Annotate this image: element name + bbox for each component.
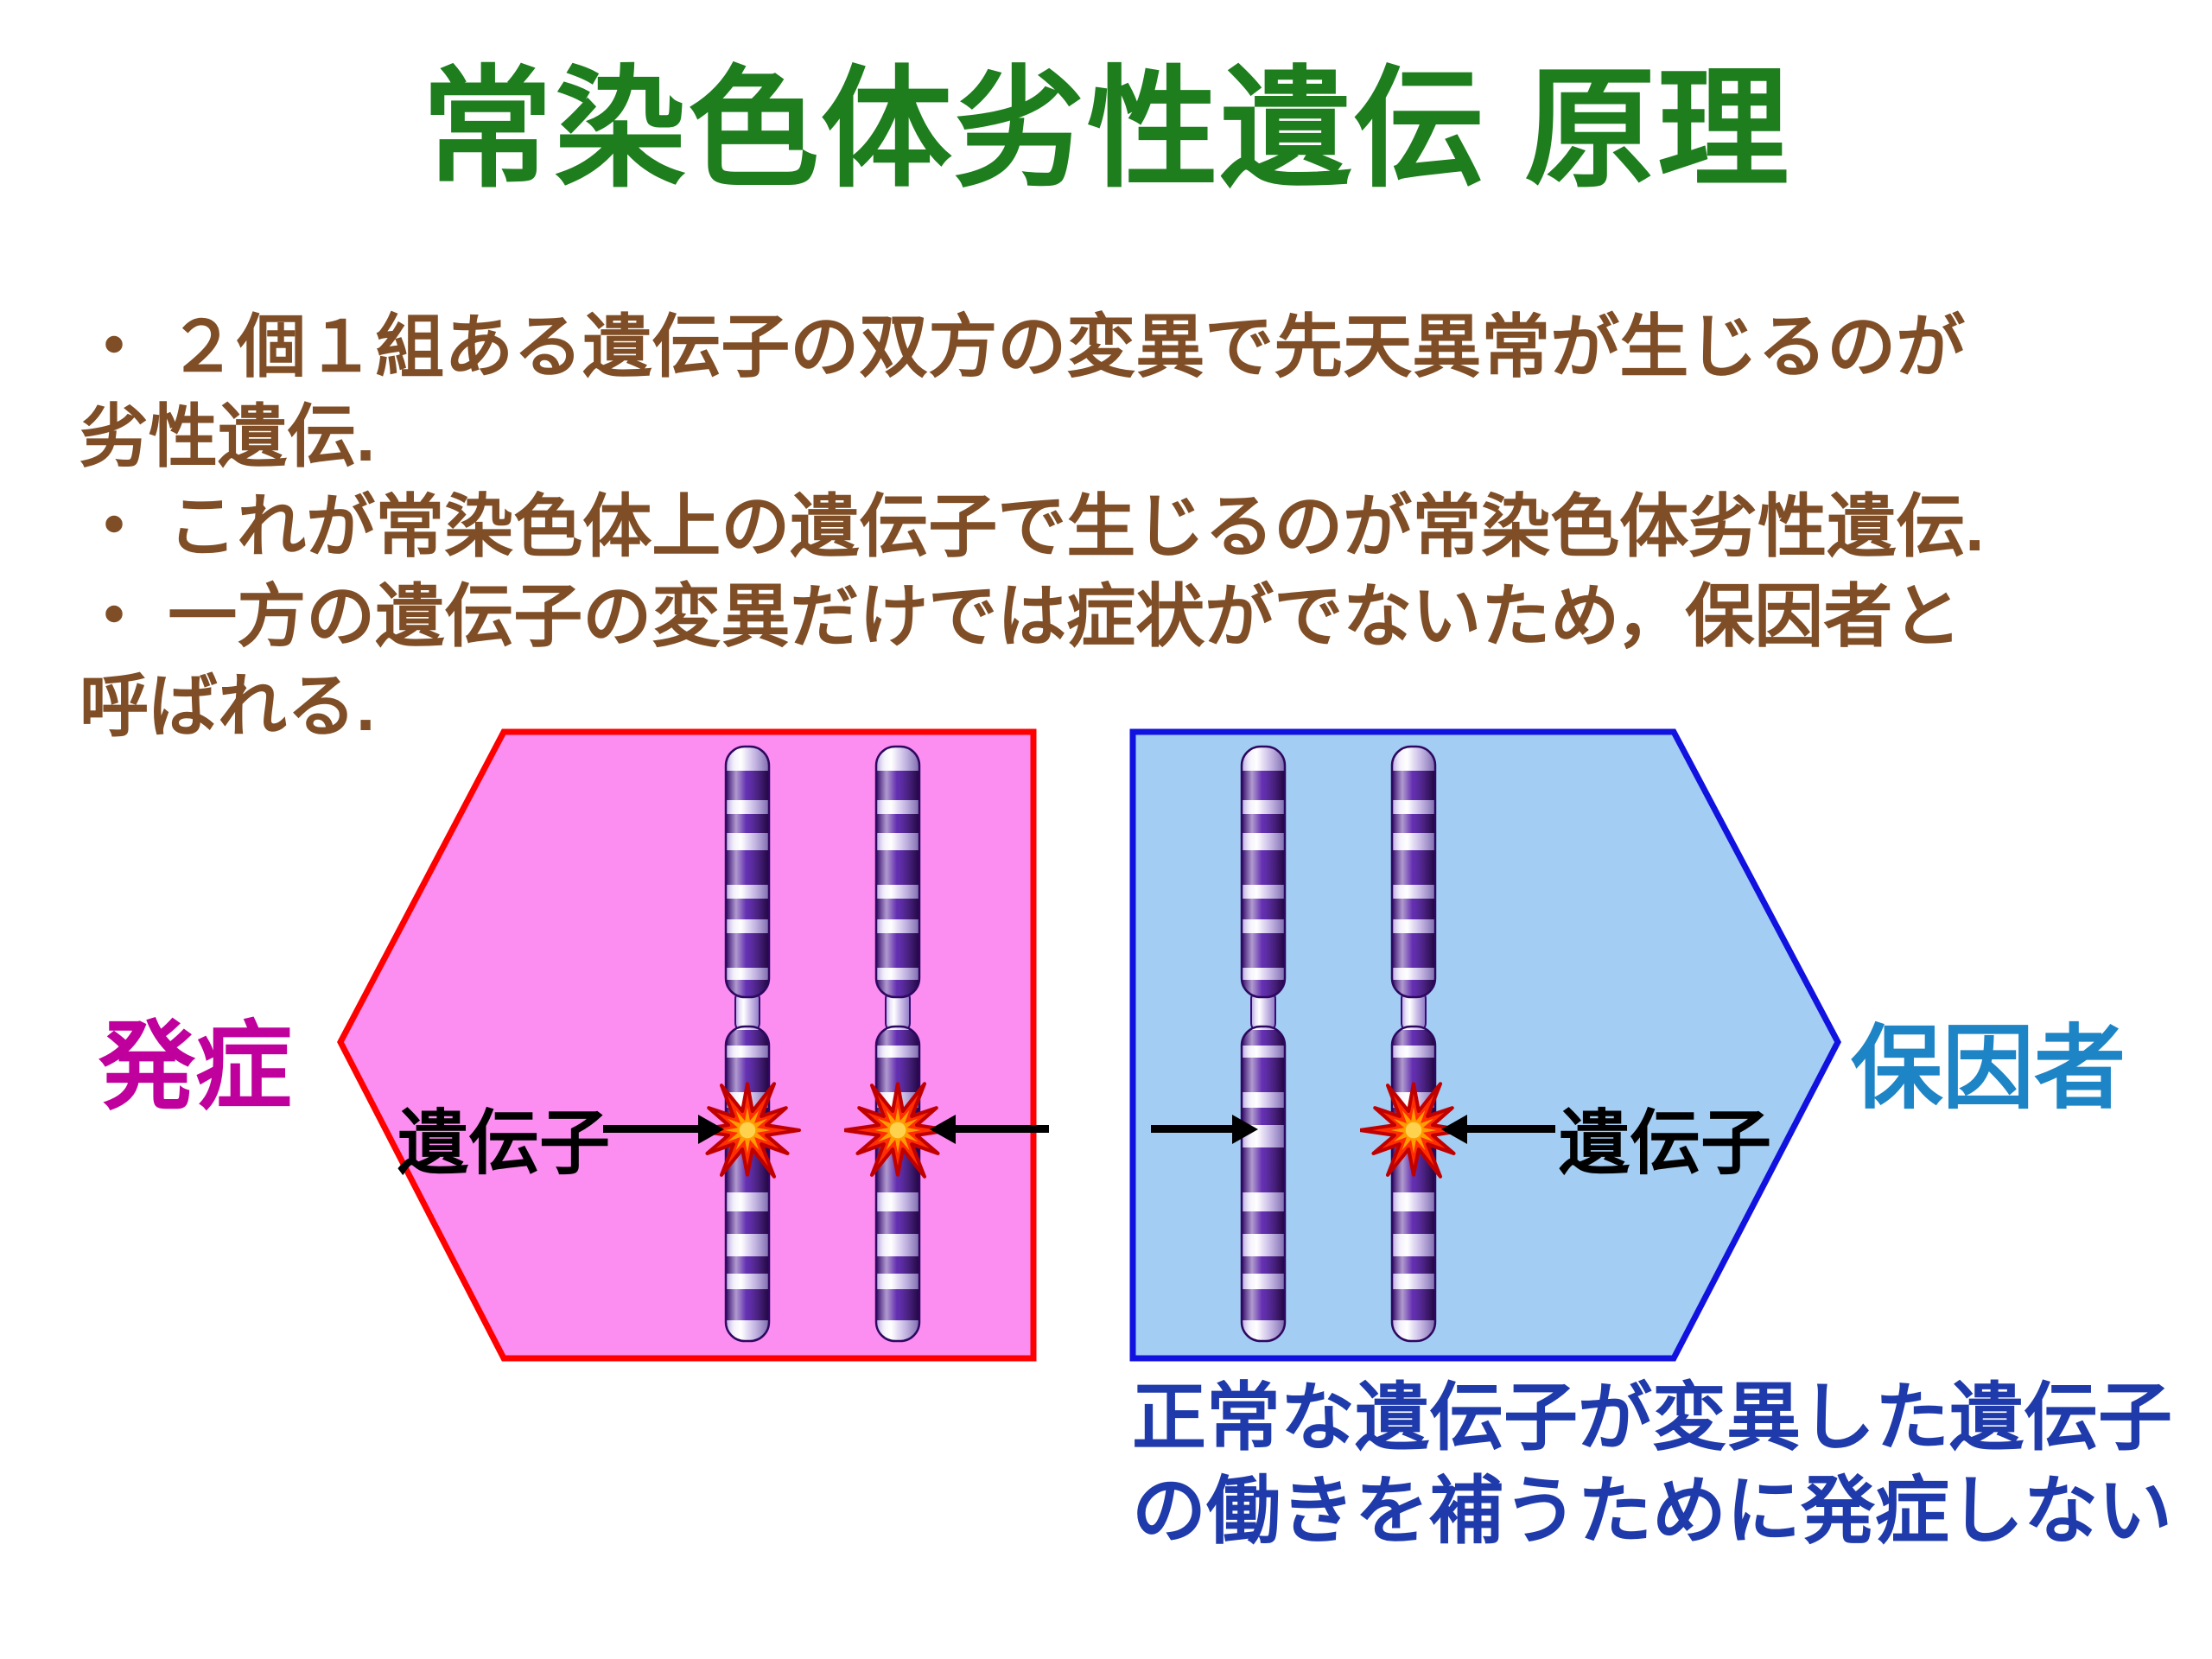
gene-arrow-icon xyxy=(930,1114,1049,1144)
bullet-line: 劣性遺伝. xyxy=(79,398,376,475)
gene-arrow-icon xyxy=(1441,1114,1555,1144)
carrier-panel xyxy=(1129,728,1841,1362)
bullet-line: ・ ２個１組ある遺伝子の双方の変異で先天異常が生じるのが xyxy=(79,308,1966,385)
bullet-text-block: ・ ２個１組ある遺伝子の双方の変異で先天異常が生じるのが 劣性遺伝. ・ これが… xyxy=(79,302,2179,752)
carrier-label: 保因者 xyxy=(1851,1018,2126,1120)
chromosome-carrier-mutated xyxy=(1386,741,1441,1346)
bullet-line: ・ 一方の遺伝子の変異だけでは症状がでないため，保因者と xyxy=(79,578,1962,655)
carrier-caption: 正常な遺伝子が変異した遺伝子 の働きを補うために発症しない xyxy=(1132,1372,2172,1558)
caption-line: 正常な遺伝子が変異した遺伝子 xyxy=(1132,1376,2172,1459)
chromosome-affected-1 xyxy=(720,741,775,1346)
bullet-line: ・ これが常染色体上の遺伝子で生じるのが常染色体劣性遺伝. xyxy=(79,488,1985,565)
page-title: 常染色体劣性遺伝 原理 xyxy=(421,56,1791,203)
gene-label-affected: 遺伝子 xyxy=(397,1104,611,1183)
bullet-line: 呼ばれる. xyxy=(79,668,376,745)
affected-label: 発症 xyxy=(99,1013,292,1121)
chromosome-affected-2 xyxy=(870,741,925,1346)
gene-label-carrier: 遺伝子 xyxy=(1559,1104,1772,1183)
caption-line: の働きを補うために発症しない xyxy=(1132,1469,2172,1553)
gene-arrow-icon xyxy=(603,1114,724,1144)
affected-panel xyxy=(337,728,1037,1362)
chromosome-carrier-normal xyxy=(1236,741,1291,1346)
gene-arrow-icon xyxy=(1151,1114,1258,1144)
